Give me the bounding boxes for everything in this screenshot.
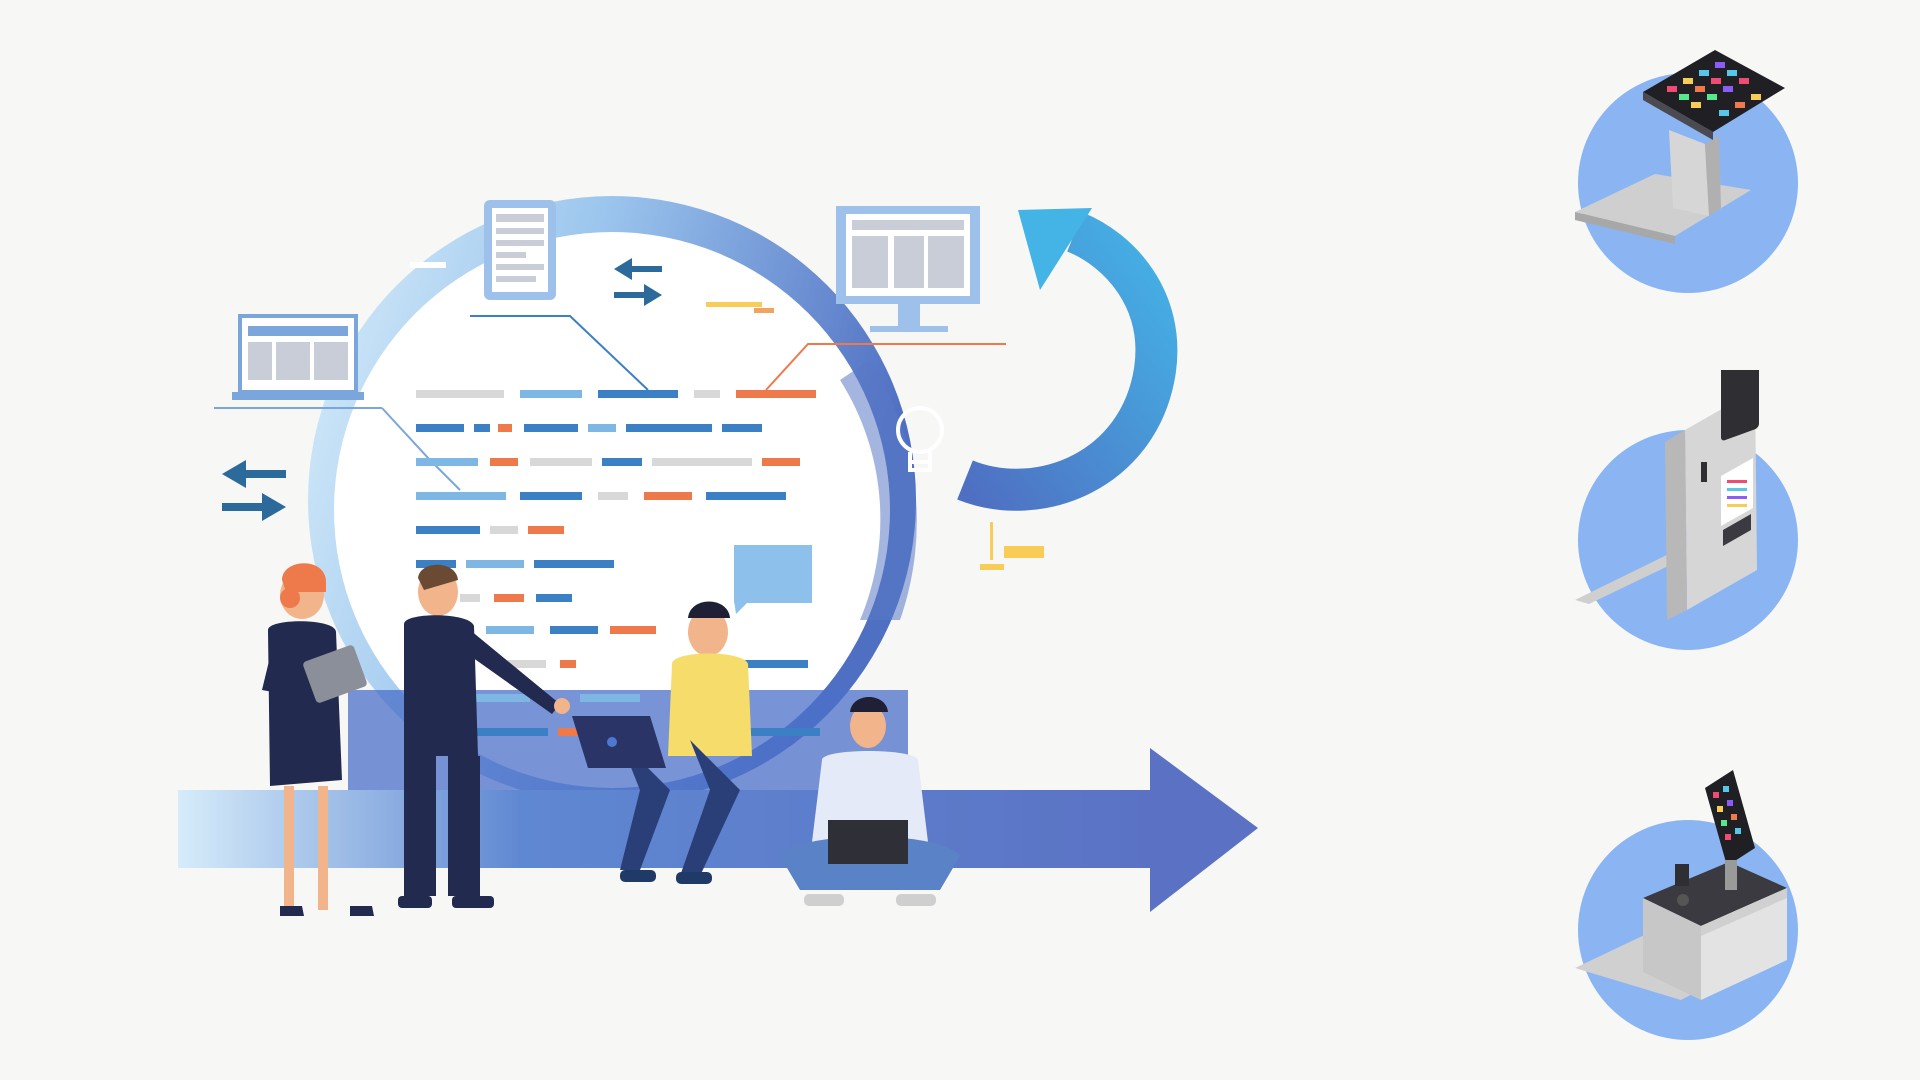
laptop-icon xyxy=(214,314,461,491)
seated-man-laptop-figure xyxy=(780,697,960,906)
backlog-bars xyxy=(416,390,820,736)
man-with-laptop-figure xyxy=(572,601,752,884)
decor-dash xyxy=(410,262,446,268)
woman-with-tablet-figure xyxy=(262,563,374,916)
screen-list-lines xyxy=(1727,480,1747,507)
tabletop-kiosk-icon xyxy=(1555,40,1815,340)
monitor-icon xyxy=(765,206,1006,391)
decor-yellow-dashes xyxy=(706,302,1044,570)
app-tiles xyxy=(1713,786,1741,840)
man-pointing-figure xyxy=(398,564,570,908)
return-cycle-arrow xyxy=(957,208,1178,511)
swap-arrows-icon xyxy=(614,258,662,306)
counter-kiosk-icon xyxy=(1555,750,1815,1050)
swap-arrows-icon xyxy=(222,460,286,521)
wall-kiosk-icon xyxy=(1555,370,1815,670)
tablet-icon xyxy=(470,200,649,391)
lightbulb-icon xyxy=(896,406,944,472)
chat-bubble-icon xyxy=(734,545,812,614)
app-tiles xyxy=(1667,62,1761,116)
